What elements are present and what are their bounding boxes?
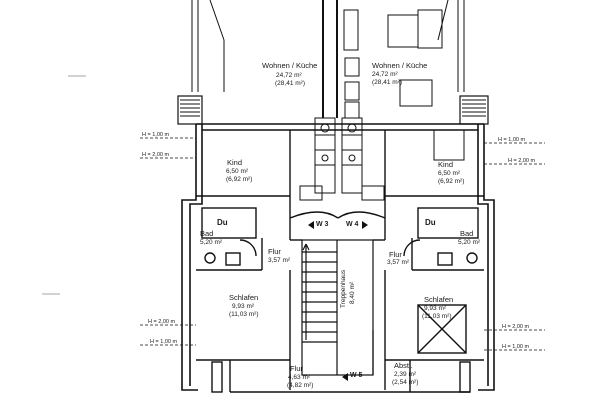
kind-right-name: Kind <box>438 160 454 169</box>
wohnen-left-name: Wohnen / Küche <box>262 61 318 70</box>
du-left-label: Du <box>217 218 228 227</box>
level-left-bottom-100: H = 1,00 m <box>150 339 178 345</box>
flur-bottom-area: 4,63 m² <box>288 374 311 381</box>
roof-outline-right <box>437 0 465 92</box>
margin-marks <box>42 75 86 295</box>
abstl-area2: (2,54 m²) <box>392 379 419 386</box>
flur-left-area: 3,57 m² <box>268 257 291 264</box>
level-lines <box>140 137 545 351</box>
roof-outline-left <box>191 0 225 92</box>
level-right-top-200: H = 2,00 m <box>508 158 536 164</box>
schlafen-left-area2: (11,03 m²) <box>229 311 259 318</box>
wohnen-left-area: 24,72 m² <box>276 72 302 79</box>
bad-right-area: 5,20 m² <box>458 239 481 246</box>
level-left-top-100: H = 1,00 m <box>142 132 170 138</box>
du-right-walls <box>417 207 479 239</box>
treppenhaus-area: 8,40 m² <box>349 281 356 304</box>
kitchen-counter-left <box>314 117 336 194</box>
dormer-right <box>459 95 489 125</box>
kind-right-area2: (6,92 m²) <box>438 178 465 185</box>
unit-arrows <box>308 221 368 381</box>
schlafen-left-name: Schlafen <box>229 293 259 302</box>
schlafen-right-name: Schlafen <box>424 295 454 304</box>
bad-left-area: 5,20 m² <box>200 239 223 246</box>
du-right-label: Du <box>425 218 436 227</box>
abstl-name: Abstl. <box>394 361 413 370</box>
party-wall <box>322 0 338 118</box>
schlafen-right-area2: (11,03 m²) <box>422 313 452 320</box>
du-left-walls <box>201 207 257 239</box>
schlafen-walls <box>196 270 484 390</box>
level-right-bottom-100: H = 1,00 m <box>502 344 530 350</box>
flur-right-name: Flur <box>389 250 402 259</box>
kind-left-name: Kind <box>227 158 243 167</box>
appliances <box>299 129 465 201</box>
bad-right-name: Bad <box>460 229 474 238</box>
wohnen-right-area2: (28,41 m²) <box>372 79 402 86</box>
unit-w5-label: W 5 <box>350 372 363 379</box>
treppenhaus-name: Treppenhaus <box>340 269 347 308</box>
kind-walls <box>196 130 484 218</box>
kind-left-area: 6,50 m² <box>226 168 249 175</box>
stairwell <box>301 239 374 376</box>
flur-left-name: Flur <box>268 247 281 256</box>
schlafen-left-area: 9,93 m² <box>232 303 255 310</box>
level-left-top-200: H = 2,00 m <box>142 152 170 158</box>
abstl-area: 2,39 m² <box>394 371 417 378</box>
kind-right-area: 6,50 m² <box>438 170 461 177</box>
corridor <box>289 211 386 241</box>
bad-walls <box>196 238 484 271</box>
dormer-left <box>177 95 203 125</box>
flur-right-area: 3,57 m² <box>387 259 410 266</box>
bad-left-name: Bad <box>200 229 214 238</box>
level-right-top-100: H = 1,00 m <box>498 137 526 143</box>
kind-left-area2: (6,92 m²) <box>226 176 253 183</box>
outer-walls <box>181 123 495 391</box>
level-right-bottom-200: H = 2,00 m <box>502 324 530 330</box>
unit-w3-label: W 3 <box>316 221 329 228</box>
flur-bottom-area2: (4,82 m²) <box>287 382 314 389</box>
furniture-right <box>343 9 443 119</box>
wohnen-left-area2: (28,41 m²) <box>275 80 305 87</box>
bottom-rooms <box>211 360 471 393</box>
wohnen-right-area: 24,72 m² <box>372 71 398 78</box>
schlafen-right-area: 9,93 m² <box>424 305 447 312</box>
wohnen-right-name: Wohnen / Küche <box>372 61 428 70</box>
flur-bottom-name: Flur <box>290 364 303 373</box>
level-left-bottom-200: H = 2,00 m <box>148 319 176 325</box>
unit-w4-label: W 4 <box>346 221 359 228</box>
